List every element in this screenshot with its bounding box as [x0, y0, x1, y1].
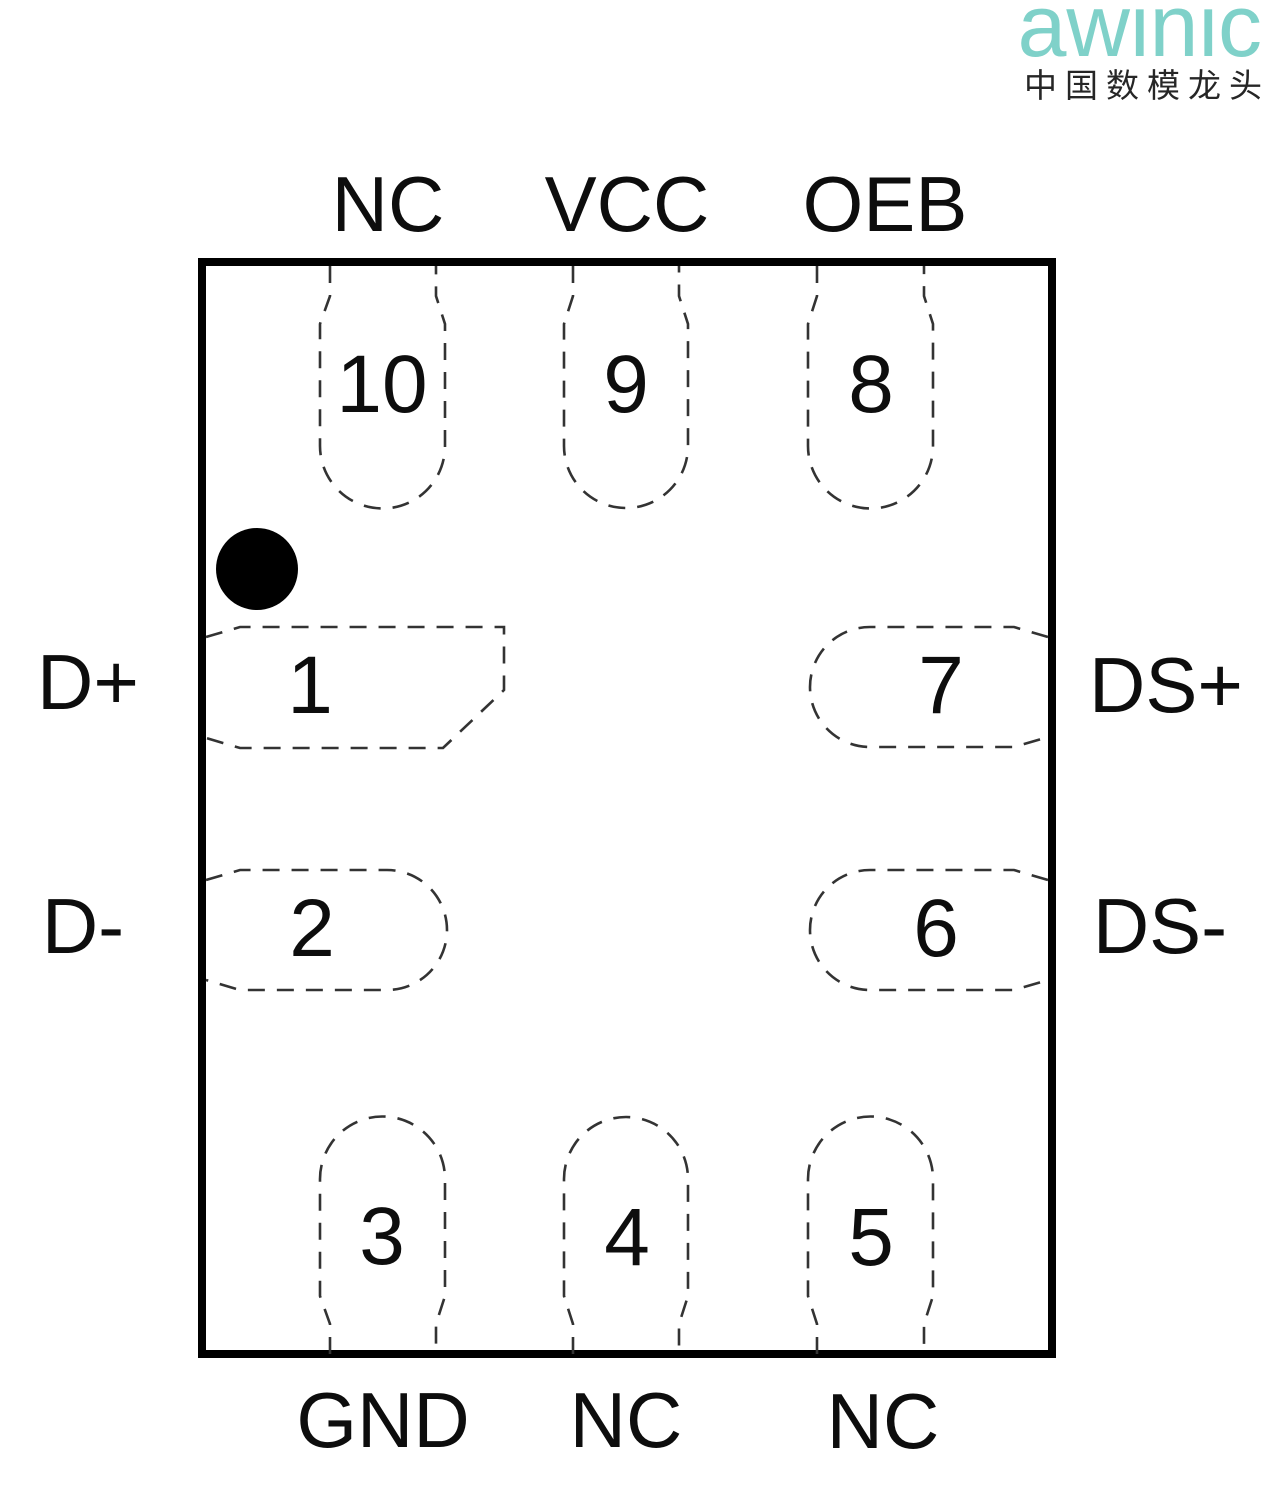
chip-outline [198, 258, 1056, 1358]
pin-6-pad [808, 868, 1049, 992]
brand-wordmark: awinic [1017, 0, 1262, 75]
pin-5-pad [806, 1115, 935, 1354]
pin-4-label: NC [570, 1376, 683, 1464]
pin-10-number: 10 [336, 339, 427, 430]
pin-7-label: DS+ [1089, 641, 1243, 729]
pin-1-pad [205, 625, 506, 750]
pin-2-number: 2 [289, 883, 335, 974]
pin-9-label: VCC [545, 160, 710, 248]
pin-5-number: 5 [848, 1192, 894, 1283]
pin-9-number: 9 [603, 339, 649, 430]
brand-tagline: 中国数模龙头 [1024, 67, 1270, 104]
pin-4-number: 4 [604, 1192, 650, 1283]
pin-6-label: DS- [1093, 882, 1227, 970]
pin-3-number: 3 [359, 1191, 405, 1282]
pin-6-number: 6 [913, 883, 959, 974]
pin-3-pad [318, 1115, 447, 1354]
pin-4-pad [562, 1115, 690, 1354]
pin-7-pad [808, 625, 1049, 749]
pin-5-label: NC [827, 1377, 940, 1465]
pin-10-label: NC [332, 160, 445, 248]
pin-1-label: D+ [37, 638, 139, 726]
pin-10-pad [318, 266, 447, 510]
pin-2-label: D- [42, 882, 124, 970]
pin-9-pad [562, 266, 690, 510]
pin-3-label: GND [296, 1376, 469, 1464]
pin-8-pad [806, 266, 935, 510]
awinic-logo: awinic 中国数模龙头 [982, 0, 1262, 130]
pin-8-label: OEB [803, 160, 968, 248]
pin-8-number: 8 [848, 339, 894, 430]
pin-2-pad [205, 868, 449, 992]
pin-7-number: 7 [918, 640, 964, 731]
pin1-indicator-dot [216, 528, 298, 610]
pin-1-number: 1 [287, 640, 333, 731]
